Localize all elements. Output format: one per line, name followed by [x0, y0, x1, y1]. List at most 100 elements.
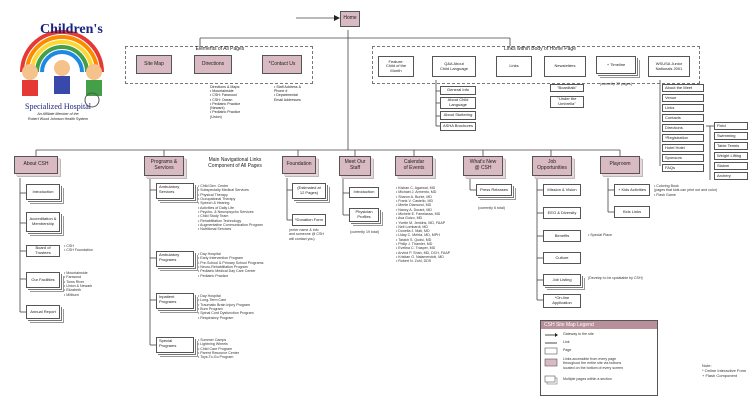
press-note: (currently 6 total)	[478, 206, 505, 210]
facilities-list: • Mountainside • Fanwood • Toms River • …	[64, 271, 93, 297]
foundation-item[interactable]: *Donation Form	[292, 214, 326, 226]
qa-item[interactable]: About Child Language	[440, 97, 476, 109]
wsusa-sub-item[interactable]: Field	[714, 122, 748, 130]
foundation-item[interactable]: (Estimated at 12 Pages)	[292, 183, 326, 199]
timeline-box[interactable]: + Timeline	[596, 56, 636, 74]
inpatient-list: • Day Hospital • Long-Term Care • Trauma…	[198, 294, 254, 320]
home-links-heading: Links within Body of Home Page	[504, 46, 576, 52]
legend-note: Note: * Online Interactive Form + Flash …	[702, 363, 747, 378]
directions-list-item: (Union)	[210, 114, 222, 119]
wsusa-sub-item[interactable]: Swimming	[714, 132, 748, 140]
programs-item[interactable]: Special Programs	[156, 337, 194, 353]
nav-programs[interactable]: Programs & Services	[144, 156, 184, 176]
press-releases-box[interactable]: Press Releases	[476, 184, 512, 196]
wsusa-item[interactable]: Contacts	[662, 114, 704, 122]
qa-box[interactable]: Q&A About Child Language	[432, 56, 476, 77]
jobs-item[interactable]: Job Listing	[543, 274, 581, 286]
site-map-box[interactable]: Site Map	[136, 55, 172, 74]
wsusa-item[interactable]: Sponsors	[662, 154, 704, 162]
directions-box[interactable]: Directions	[194, 55, 232, 74]
newsletters-box[interactable]: Newsletters	[544, 56, 586, 77]
special-place: • Special Place	[588, 233, 613, 237]
nav-about-csh[interactable]: About CSH	[14, 156, 58, 174]
logo-name: Children's	[40, 22, 103, 37]
nav-playroom[interactable]: Playroom	[600, 156, 640, 174]
meet-item[interactable]: Introduction	[349, 187, 379, 198]
programs-item[interactable]: Ambulatory Services	[156, 183, 194, 199]
directions-list-item: (Newark)	[210, 106, 225, 111]
playroom-item[interactable]: Kids Links	[614, 206, 650, 218]
nav-foundation[interactable]: Foundation	[282, 156, 316, 174]
wsusa-item[interactable]: *Registration	[662, 134, 704, 142]
wsusa-sub-item[interactable]: Table Tennis	[714, 142, 748, 150]
wsusa-item[interactable]: Hotel Hotel	[662, 144, 704, 152]
qa-item[interactable]: ASHA Brochures	[440, 122, 476, 131]
wsusa-box[interactable]: WSUSA Junior Nationals 2001	[648, 56, 690, 77]
directions-list-item: • CSH: Fanwood	[210, 93, 237, 98]
jobs-item[interactable]: Culture	[543, 252, 581, 264]
timeline-note: (currently 32 pages)	[600, 82, 632, 86]
wsusa-item[interactable]: Directions	[662, 124, 704, 132]
about-item[interactable]: Accreditation & Membership	[26, 212, 60, 232]
nav-whats-new[interactable]: What's New @ CSH	[463, 156, 503, 176]
home-links-group	[372, 46, 700, 84]
directions-list-item: • Mountainside	[210, 89, 234, 94]
wsusa-sub-item[interactable]: Slalom	[714, 162, 748, 170]
links-box[interactable]: Links	[496, 56, 532, 77]
home-box[interactable]: Home	[340, 11, 360, 27]
about-item[interactable]: Board of Trustees	[26, 245, 60, 257]
playroom-item[interactable]: + Kids Activities	[614, 184, 650, 196]
jobs-item[interactable]: Benefits	[543, 230, 581, 242]
playroom-list: • Coloring Book (pages that kids can pri…	[654, 184, 718, 197]
about-item[interactable]: Introduction	[26, 184, 60, 200]
jobs-item[interactable]: *On-line Application	[543, 294, 581, 308]
jobs-item[interactable]: Mission & Vision	[543, 184, 581, 196]
legend-item: Link	[563, 340, 570, 344]
qa-item[interactable]: About Stuttering	[440, 111, 476, 120]
meet-item[interactable]: Physician Profiles	[349, 208, 379, 222]
wsusa-item[interactable]: Links	[662, 104, 704, 112]
elements-group	[125, 46, 313, 84]
logo-subtitle: Specialized Hospital	[25, 102, 91, 111]
childrens-hospital-logo: Children's Specialized Hospital An Affil…	[2, 2, 114, 128]
directions-list-item: • Pediatric Practice	[210, 101, 241, 106]
newsletter-item[interactable]: "Under the Umbrella"	[550, 96, 584, 108]
wsusa-item[interactable]: About the Meet	[662, 84, 704, 92]
meet-note: (currently 19 total)	[350, 230, 379, 234]
about-item[interactable]: Our Facilities	[26, 272, 60, 288]
special-list: • Summer Camps • Lightning Wheels • Chil…	[198, 338, 240, 360]
qa-item[interactable]: General Info	[440, 86, 476, 95]
directions-list-item: • CSH: Ocean	[210, 97, 233, 102]
contact-list-item: Email Addresses	[274, 97, 301, 102]
legend-item: Multiple pages within a section	[563, 377, 612, 381]
wsusa-sub-item[interactable]: Weight Lifting	[714, 152, 748, 160]
contact-list-item: • Departmental	[274, 93, 298, 98]
jobs-item[interactable]: EEO & Diversity	[543, 207, 581, 219]
legend-item: Page	[563, 348, 572, 352]
wsusa-sub-item[interactable]: Archery	[714, 172, 748, 180]
contact-list-item: • Staff Address &	[274, 85, 301, 89]
programs-item[interactable]: Ambulatory Programs	[156, 251, 194, 267]
contact-list: • Staff Address & Phone #• Departmental …	[270, 85, 301, 102]
physician-list: • Kishan C. Agarwal, MD • Michael J. Arm…	[396, 186, 451, 264]
logo-affiliate: An Affiliate Member of the	[37, 112, 79, 116]
programs-item[interactable]: Inpatient Programs	[156, 293, 194, 309]
nav-job-opportunities[interactable]: Job Opportunities	[532, 156, 572, 176]
legend-item: Links accessible from every page through…	[563, 357, 624, 370]
elements-heading: Elements of All Pages	[195, 46, 245, 52]
directions-list: Directions & Maps:• Mountainside• CSH: F…	[206, 85, 240, 119]
wsusa-item[interactable]: Venue	[662, 94, 704, 102]
legend-panel: CSH Site Map Legend Gateway to the site …	[540, 320, 658, 396]
about-item[interactable]: Annual Report	[26, 305, 60, 319]
legend-symbols	[544, 333, 558, 385]
contact-list-item: Phone #	[274, 89, 288, 94]
wsusa-item[interactable]: FAQs	[662, 164, 704, 172]
contact-us-box[interactable]: *Contact Us	[262, 55, 302, 74]
feature-box[interactable]: Feature: Child of the Month	[378, 56, 414, 77]
nav-meet-staff[interactable]: Meet Our Staff	[339, 156, 371, 176]
nav-calendar[interactable]: Calendar of Events	[395, 156, 433, 176]
newsletter-item[interactable]: "Boardtalk"	[550, 84, 584, 92]
legend-title: CSH Site Map Legend	[541, 321, 657, 329]
directions-list-item: Directions & Maps:	[210, 85, 241, 89]
